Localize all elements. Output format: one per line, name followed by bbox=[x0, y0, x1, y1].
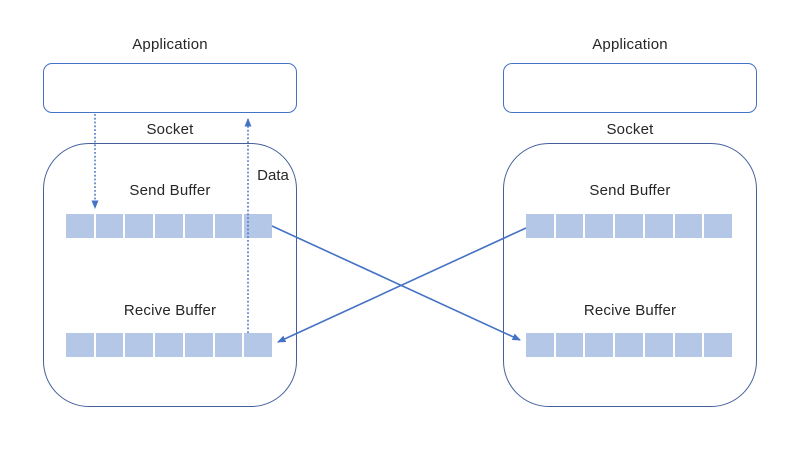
socket-label: Socket bbox=[606, 121, 654, 138]
host-panel-right: Application Socket Send Buffer Recive Bu… bbox=[460, 0, 800, 450]
buffer-segment bbox=[184, 214, 213, 238]
buffer-segment bbox=[214, 214, 243, 238]
buffer-segment bbox=[674, 333, 703, 357]
buffer-segment bbox=[155, 214, 183, 238]
send-buffer-label: Send Buffer bbox=[129, 182, 211, 199]
buffer-segment bbox=[526, 333, 554, 357]
buffer-segment bbox=[644, 333, 673, 357]
buffer-segment bbox=[184, 333, 213, 357]
buffer-segment bbox=[704, 214, 733, 238]
buffer-segment bbox=[155, 333, 183, 357]
application-box bbox=[503, 63, 757, 113]
receive-buffer-bar bbox=[66, 333, 273, 357]
send-buffer-label: Send Buffer bbox=[589, 182, 671, 199]
buffer-segment bbox=[244, 214, 273, 238]
host-panel-left: Application Socket Send Buffer Recive Bu… bbox=[0, 0, 340, 450]
application-label: Application bbox=[592, 36, 668, 53]
buffer-segment bbox=[674, 214, 703, 238]
data-flow-label: Data bbox=[257, 167, 289, 184]
receive-buffer-label: Recive Buffer bbox=[123, 302, 217, 319]
receive-buffer-bar bbox=[526, 333, 733, 357]
buffer-segment bbox=[555, 333, 584, 357]
buffer-segment bbox=[585, 214, 614, 238]
socket-label: Socket bbox=[146, 121, 194, 138]
send-buffer-bar bbox=[66, 214, 273, 238]
buffer-segment bbox=[66, 214, 94, 238]
buffer-segment bbox=[615, 333, 643, 357]
buffer-segment bbox=[615, 214, 643, 238]
buffer-segment bbox=[526, 214, 554, 238]
buffer-segment bbox=[704, 333, 733, 357]
buffer-segment bbox=[66, 333, 94, 357]
receive-buffer-label: Recive Buffer bbox=[583, 302, 677, 319]
application-box bbox=[43, 63, 297, 113]
buffer-segment bbox=[95, 214, 124, 238]
send-buffer-bar bbox=[526, 214, 733, 238]
buffer-segment bbox=[244, 333, 273, 357]
buffer-segment bbox=[585, 333, 614, 357]
buffer-segment bbox=[125, 333, 154, 357]
application-label: Application bbox=[132, 36, 208, 53]
buffer-segment bbox=[644, 214, 673, 238]
buffer-segment bbox=[95, 333, 124, 357]
buffer-segment bbox=[555, 214, 584, 238]
buffer-segment bbox=[214, 333, 243, 357]
buffer-segment bbox=[125, 214, 154, 238]
